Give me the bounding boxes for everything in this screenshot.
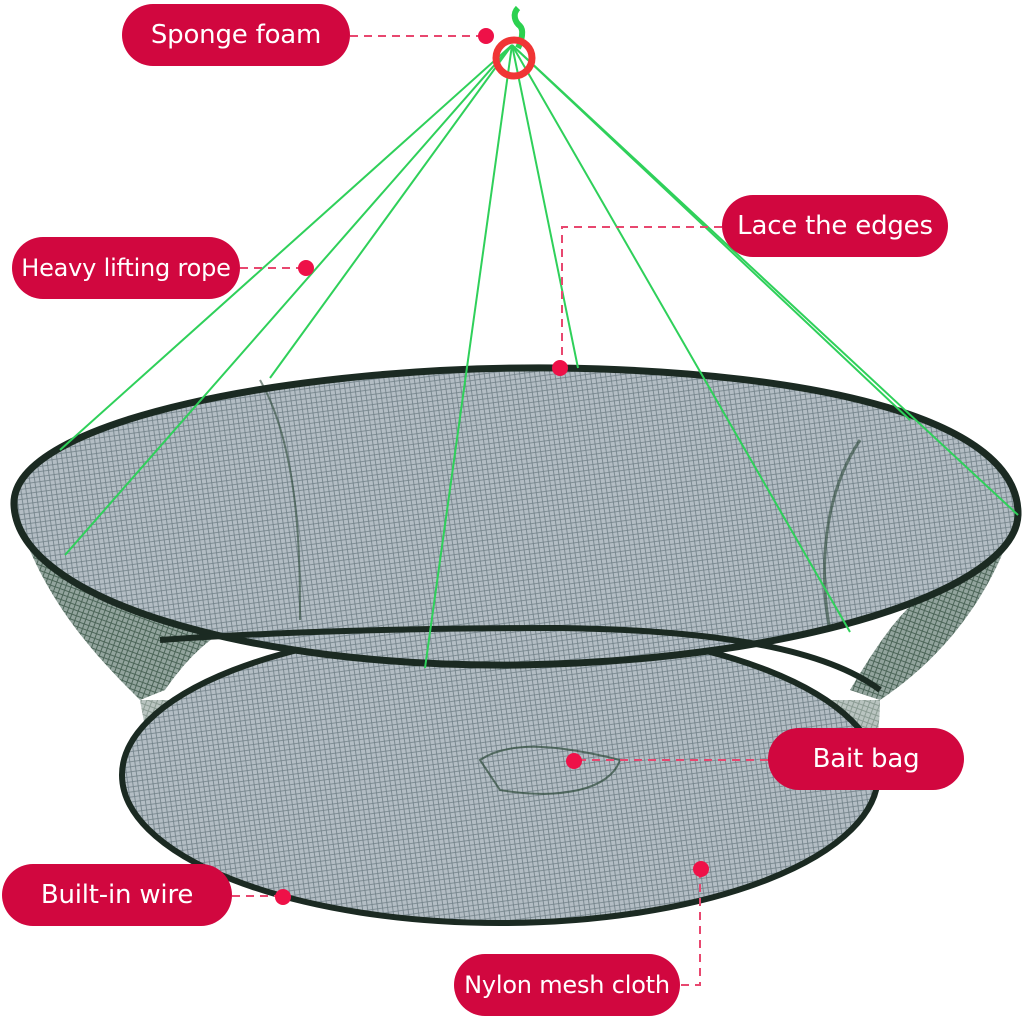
marker-heavy-lifting-rope [298, 260, 314, 276]
label-bait-bag: Bait bag [768, 728, 964, 790]
lifting-ropes [59, 44, 1019, 669]
callout-markers [275, 28, 709, 905]
label-built-in-wire: Built-in wire [2, 864, 232, 926]
connector-lace-the-edges [561, 226, 722, 368]
marker-nylon-mesh-cloth [693, 861, 709, 877]
label-heavy-lifting-rope: Heavy lifting rope [12, 237, 240, 299]
upper-ring-net [10, 364, 1022, 693]
marker-lace-the-edges [552, 360, 568, 376]
marker-built-in-wire [275, 889, 291, 905]
lower-ring-net [119, 624, 881, 926]
marker-sponge-foam [478, 28, 494, 44]
sponge-foam-ring [492, 5, 536, 80]
label-lace-the-edges: Lace the edges [722, 195, 948, 257]
label-nylon-mesh-cloth: Nylon mesh cloth [454, 954, 680, 1016]
marker-bait-bag [566, 753, 582, 769]
connector-nylon-mesh-cloth [680, 870, 701, 986]
label-sponge-foam: Sponge foam [122, 4, 350, 66]
